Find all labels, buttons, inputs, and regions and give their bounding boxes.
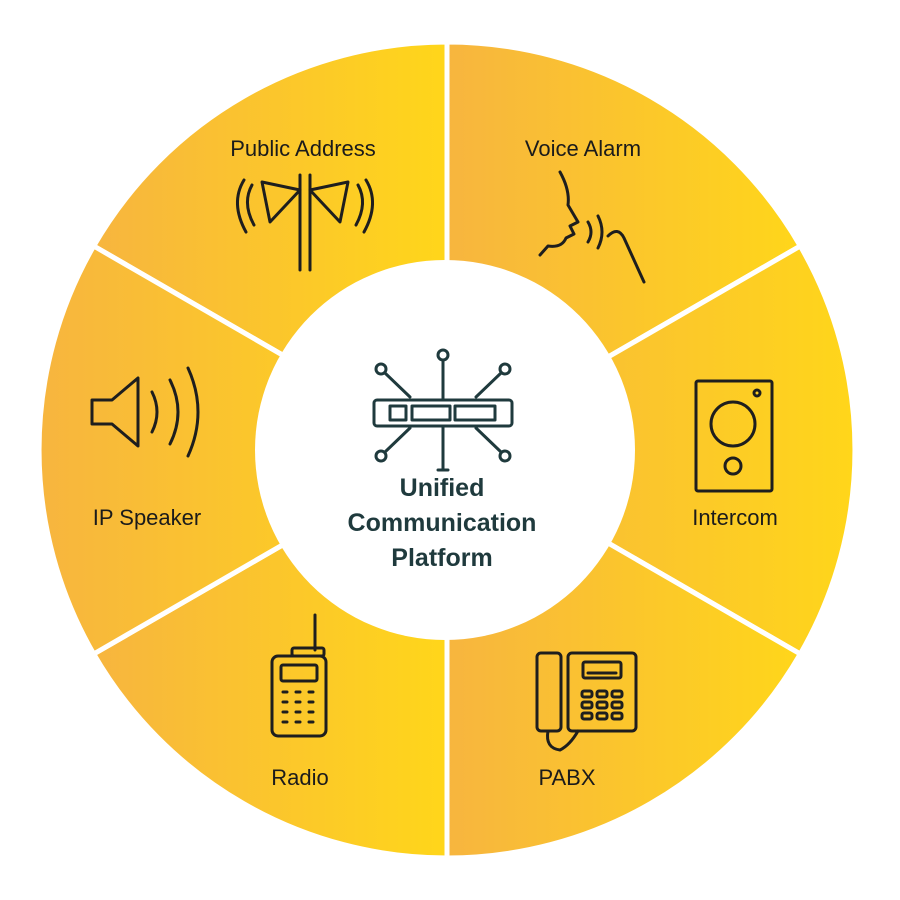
label-intercom: Intercom: [692, 505, 778, 530]
label-radio: Radio: [271, 765, 328, 790]
label-public-address: Public Address: [230, 136, 376, 161]
center-title-line-3: Platform: [391, 544, 492, 572]
center-title-line-1: Unified: [400, 474, 485, 502]
speaker-icon: [90, 366, 200, 458]
intercom-panel-icon: [694, 379, 774, 493]
segment-ip-speaker: [36, 242, 452, 658]
label-voice-alarm: Voice Alarm: [525, 136, 641, 161]
segment-intercom: [442, 242, 858, 658]
label-pabx: PABX: [538, 765, 595, 790]
center-title-line-2: Communication: [348, 509, 537, 537]
voice-face-icon: [538, 170, 646, 284]
desk-phone-icon: [535, 651, 638, 752]
center-hub: [255, 260, 635, 640]
horn-speakers-icon: [236, 173, 374, 272]
label-ip-speaker: IP Speaker: [93, 505, 201, 530]
walkie-talkie-icon: [270, 613, 328, 738]
network-rack-icon: [372, 348, 514, 472]
